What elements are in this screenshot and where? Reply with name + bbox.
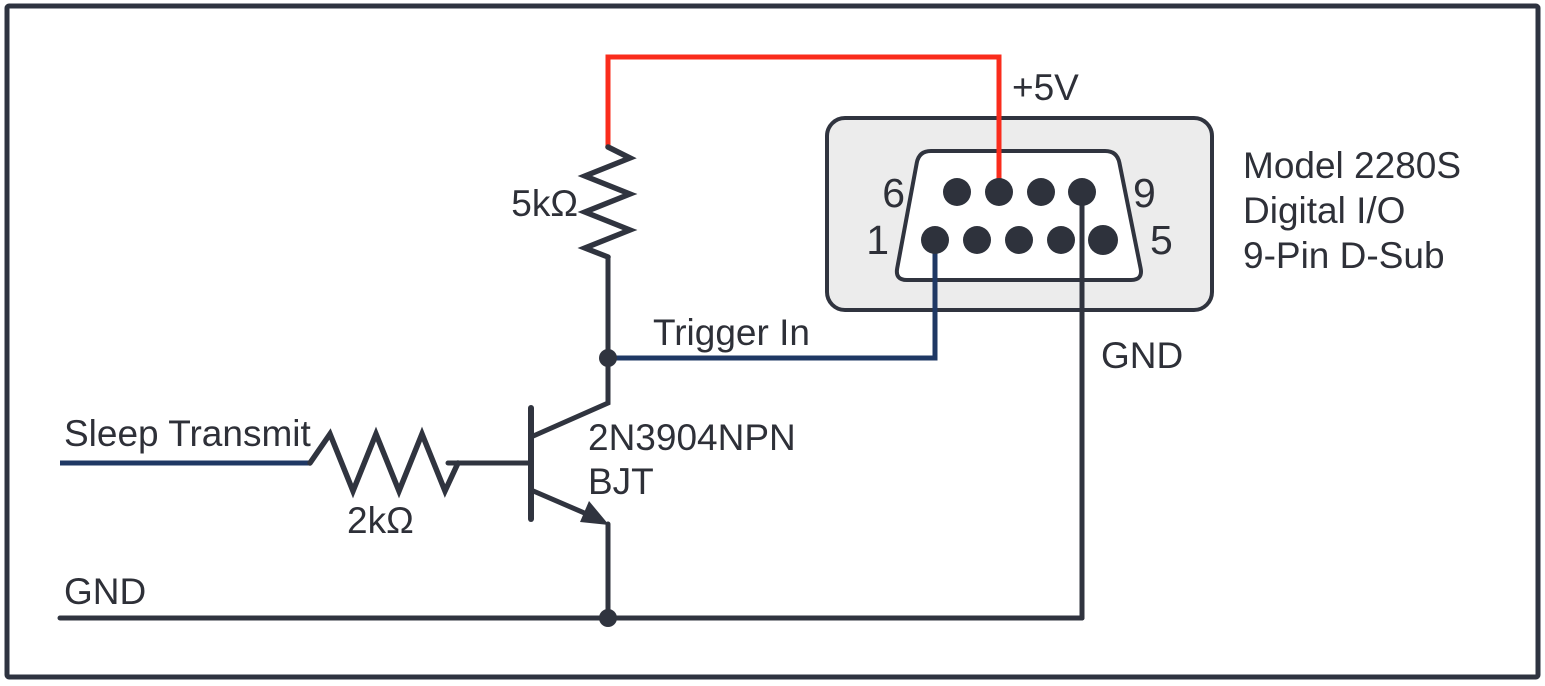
trigger-in-wire <box>608 240 938 361</box>
pin-4 <box>1047 226 1075 254</box>
pin-6 <box>943 178 971 206</box>
collector-wire <box>528 254 611 440</box>
emitter-arrow <box>580 501 609 525</box>
pullup-resistor <box>577 144 638 260</box>
connector-title-line3: 9-Pin D-Sub <box>1243 235 1445 276</box>
transistor-label-line1: 2N3904NPN <box>588 417 796 458</box>
transistor-label-line2: BJT <box>588 461 654 502</box>
pin-7 <box>985 178 1013 206</box>
diagram-border <box>4 3 1541 680</box>
pin-label-6: 6 <box>882 170 905 216</box>
ground-right-label: GND <box>1101 335 1183 376</box>
supply-label: +5V <box>1012 67 1079 108</box>
pin-9 <box>1068 178 1096 206</box>
connector-title-line1: Model 2280S <box>1243 145 1461 186</box>
ground-left-label: GND <box>64 571 146 612</box>
pin-5 <box>1088 225 1118 255</box>
pin-2 <box>963 226 991 254</box>
sleep-transmit-label: Sleep Transmit <box>64 413 311 454</box>
supply-wire <box>605 54 1002 190</box>
pin-label-9: 9 <box>1133 170 1156 216</box>
base-resistor-label: 2kΩ <box>347 500 414 541</box>
pin-3 <box>1005 226 1033 254</box>
trigger-junction-dot <box>599 349 617 367</box>
connector-title-line2: Digital I/O <box>1243 190 1405 231</box>
ground-junction-dot <box>599 609 617 627</box>
pin-label-5: 5 <box>1150 217 1173 263</box>
pin-label-1: 1 <box>866 217 889 263</box>
trigger-in-label: Trigger In <box>653 312 810 353</box>
pullup-resistor-label: 5kΩ <box>511 183 578 224</box>
pin-1 <box>921 226 949 254</box>
base-resistor <box>307 426 461 499</box>
pin-8 <box>1027 178 1055 206</box>
